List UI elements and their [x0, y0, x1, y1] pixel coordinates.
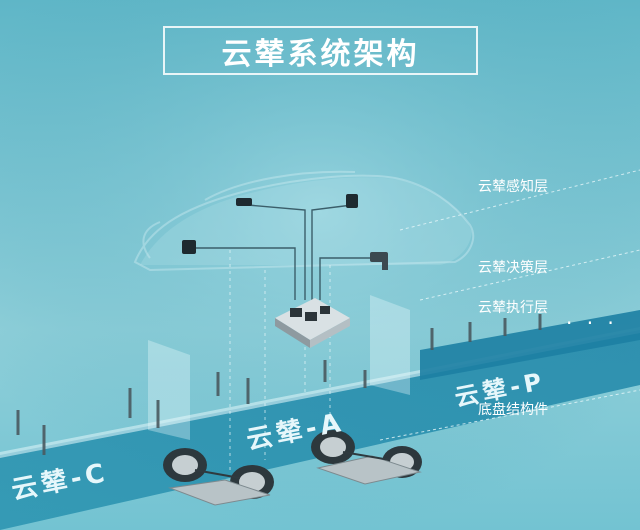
label-chassis-structure: 底盘结构件	[478, 402, 548, 418]
sensor-right-top	[346, 194, 358, 208]
sensor-front-top	[236, 198, 252, 206]
chassis-right	[311, 430, 422, 485]
controller-unit	[275, 298, 350, 348]
label-perception-layer: 云辇感知层	[478, 179, 548, 195]
sensor-left	[182, 240, 196, 254]
car-silhouette	[133, 170, 475, 272]
road-strip	[0, 330, 640, 530]
chassis-left	[163, 448, 274, 506]
title-box: 云辇系统架构	[163, 26, 478, 75]
sensor-right-actuator	[370, 252, 388, 270]
label-execution-layer: 云辇执行层	[478, 300, 548, 316]
struts	[16, 314, 542, 455]
diagram-title: 云辇系统架构	[221, 36, 420, 72]
label-decision-layer: 云辇决策层	[478, 260, 548, 276]
more-variants-ellipsis: · · ·	[566, 311, 618, 335]
